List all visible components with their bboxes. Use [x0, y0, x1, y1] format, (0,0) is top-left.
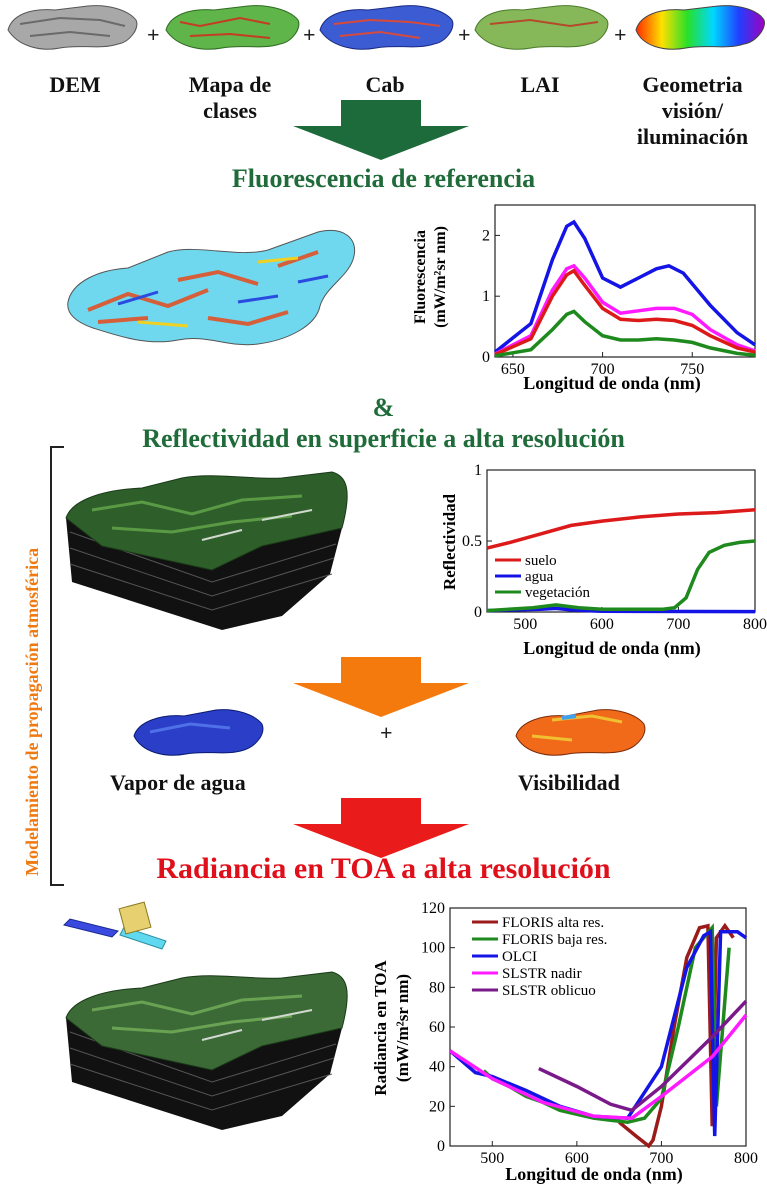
lai-map [474, 5, 609, 50]
chart3-ylabel-line2: (mW/m²sr nm) [393, 974, 412, 1082]
visibility-map [515, 709, 646, 756]
plus-sign: + [380, 720, 393, 745]
series-line-curve-4 [494, 309, 756, 358]
plus-sign: + [147, 22, 160, 47]
chart1-ylabel-line: (mW/m²sr nm) [432, 226, 449, 328]
series-line-curve-2 [494, 263, 756, 356]
legend-label: FLORIS baja res. [502, 932, 607, 948]
x-tick-label: 700 [591, 361, 615, 378]
reflectance-chart: Reflectividad Longitud de onda (nm) 500 6… [440, 462, 767, 659]
satellite-icon [63, 901, 167, 950]
series-line-curve-1 [493, 219, 756, 354]
series-line-suelo [486, 508, 756, 550]
legend-label: FLORIS alta res. [502, 915, 604, 931]
x-tick-label: 700 [666, 616, 690, 633]
legend-label: OLCI [502, 949, 537, 965]
fluorescence-chart: Longitud de onda (nm) Fluorescencia(mW/m… [412, 204, 756, 394]
side-label-atmospheric-modeling: Modelamiento de propagación atmosférica [22, 547, 42, 876]
input-label-dem: DEM [49, 72, 101, 97]
y-tick-label: 0.5 [462, 533, 482, 550]
input-label-class-map: Mapa de clases [188, 72, 272, 123]
dem-map [7, 5, 138, 50]
series-line-curve-3 [494, 268, 756, 357]
title-radiance: Radiancia en TOA a alta resolución [156, 852, 611, 885]
y-tick-label: 2 [482, 227, 490, 244]
series-line-vegetaci-n [486, 539, 756, 613]
y-tick-label: 100 [421, 940, 445, 957]
series-line-olci [448, 928, 748, 1137]
chart3-ylabel2: (mW/m²sr nm) [393, 974, 412, 1082]
x-tick-label: 500 [513, 616, 537, 633]
legend-label: SLSTR nadir [502, 966, 582, 982]
cab-map [319, 5, 454, 50]
y-tick-label: 1 [474, 462, 482, 479]
input-maps-row [7, 5, 765, 50]
side-bracket [50, 446, 64, 886]
radiance-cube [65, 971, 348, 1130]
x-tick-label: 750 [680, 361, 704, 378]
class-map [165, 5, 300, 50]
input-label-lai: LAI [520, 72, 560, 97]
down-arrow-green [293, 100, 469, 160]
water-vapor-map [133, 709, 264, 756]
y-tick-label: 0 [474, 604, 482, 621]
plus-sign: + [458, 22, 471, 47]
y-tick-label: 60 [429, 1019, 445, 1036]
down-arrow-red [293, 798, 469, 858]
geometry-map [635, 5, 765, 50]
series-line-floris-alta-res- [617, 922, 735, 1149]
label-visibility: Visibilidad [518, 770, 620, 795]
down-arrow-orange [293, 657, 469, 717]
legend-label: suelo [525, 553, 557, 569]
input-label-cab: Cab [365, 72, 405, 97]
reflectance-cube [65, 471, 348, 630]
y-tick-label: 0 [437, 1138, 445, 1155]
x-tick-label: 600 [590, 616, 614, 633]
legend-label: SLSTR oblicuo [502, 983, 596, 999]
chart3-xlabel: Longitud de onda (nm) [505, 1164, 683, 1185]
y-tick-label: 40 [429, 1059, 445, 1076]
x-tick-label: 600 [565, 1150, 589, 1167]
fluorescence-map [67, 230, 356, 346]
x-tick-label: 500 [480, 1150, 504, 1167]
y-tick-label: 1 [482, 288, 490, 305]
y-tick-label: 80 [429, 979, 445, 996]
y-tick-label: 120 [421, 900, 445, 917]
chart3-ylabel: Radiancia en TOA [371, 960, 390, 1096]
plus-sign: + [614, 22, 627, 47]
x-tick-label: 650 [501, 361, 525, 378]
chart1-ylabel-line: Fluorescencia [412, 230, 429, 324]
series-line-slstr-nadir [449, 1013, 748, 1120]
legend-label: agua [525, 569, 554, 585]
legend-label: vegetación [525, 585, 590, 601]
x-tick-label: 800 [743, 616, 767, 633]
plus-sign: + [303, 22, 316, 47]
radiance-chart: Radiancia en TOA (mW/m²sr nm) Longitud d… [371, 900, 758, 1185]
chart3-ylabel-line1: Radiancia en TOA [371, 960, 390, 1096]
chart2-ylabel: Reflectividad [440, 493, 459, 590]
x-tick-label: 800 [734, 1150, 758, 1167]
title-fluorescence: Fluorescencia de referencia [231, 164, 536, 193]
series-line-slstr-oblicuo [538, 999, 748, 1113]
y-tick-label: 20 [429, 1098, 445, 1115]
ampersand: & [372, 393, 395, 422]
input-label-geometry: Geometria visión/ iluminación [636, 72, 749, 149]
chart2-xlabel: Longitud de onda (nm) [523, 638, 701, 659]
plot-frame [494, 204, 756, 358]
y-tick-label: 0 [482, 349, 490, 366]
title-reflectance: Reflectividad en superficie a alta resol… [142, 424, 625, 453]
chart1-xlabel: Longitud de onda (nm) [523, 373, 701, 394]
label-water-vapor: Vapor de agua [110, 770, 246, 795]
x-tick-label: 700 [649, 1150, 673, 1167]
